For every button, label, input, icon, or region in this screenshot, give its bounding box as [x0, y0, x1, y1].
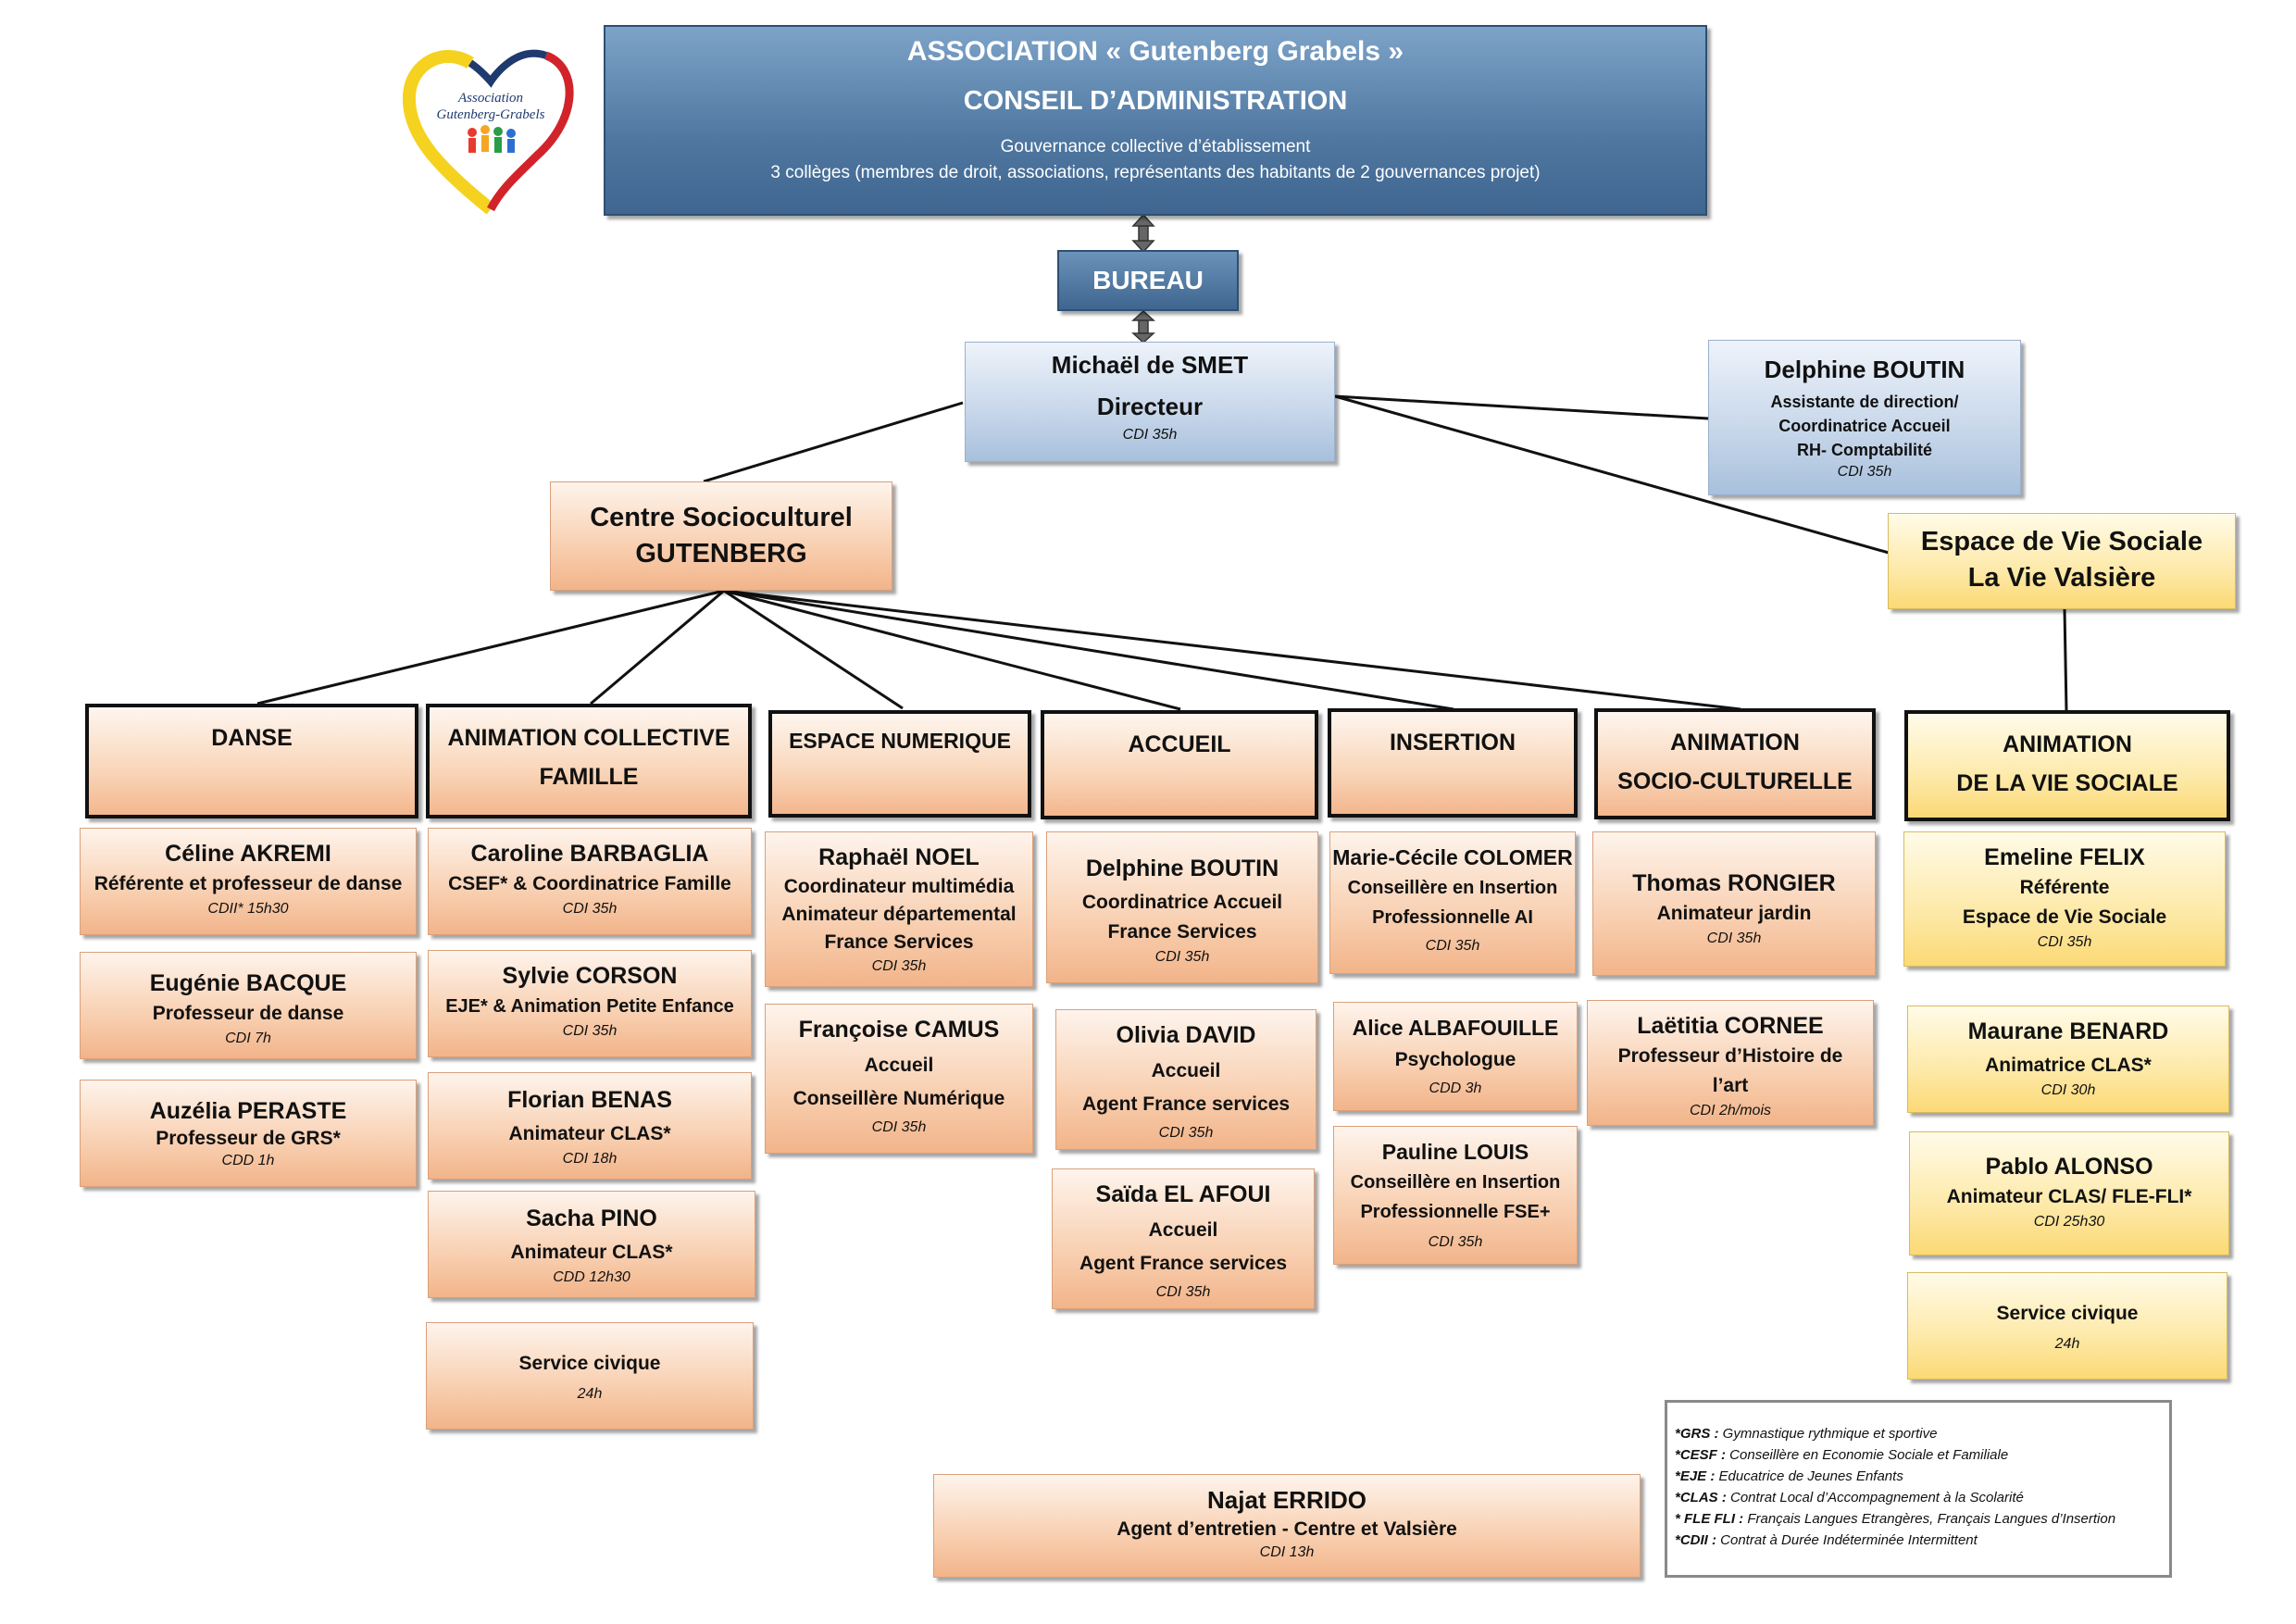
association-logo: Association Gutenberg-Grabels	[398, 35, 583, 220]
staff-card: Pablo ALONSO Animateur CLAS/ FLE-FLI* CD…	[1909, 1131, 2229, 1255]
staff-card: Caroline BARBAGLIA CSEF* & Coordinatrice…	[428, 828, 752, 935]
staff-card: Auzélia PERASTE Professeur de GRS* CDD 1…	[80, 1080, 417, 1187]
dept-espace-numerique: ESPACE NUMERIQUE	[768, 710, 1031, 818]
director-contract: CDI 35h	[1122, 427, 1178, 443]
dept-insertion: INSERTION	[1328, 708, 1578, 818]
staff-card: Service civique 24h	[426, 1322, 754, 1430]
staff-card: Marie-Cécile COLOMER Conseillère en Inse…	[1329, 831, 1576, 974]
dept-animation-vie-sociale: ANIMATION DE LA VIE SOCIALE	[1904, 710, 2230, 821]
staff-card: Maurane BENARD Animatrice CLAS* CDI 30h	[1907, 1006, 2229, 1113]
staff-card: Florian BENAS Animateur CLAS* CDI 18h	[428, 1072, 752, 1180]
connector-centre-accueil	[723, 589, 1181, 711]
staff-card: Saïda EL AFOUI Accueil Agent France serv…	[1052, 1168, 1315, 1309]
director-role: Directeur	[1096, 393, 1204, 420]
espace-vie-sociale-box: Espace de Vie Sociale La Vie Valsière	[1888, 513, 2236, 609]
staff-card: Sylvie CORSON EJE* & Animation Petite En…	[428, 950, 752, 1057]
governance-line: Gouvernance collective d’établissement	[1000, 137, 1311, 156]
staff-card: Service civique 24h	[1907, 1272, 2227, 1380]
assistant-contract: CDI 35h	[1837, 464, 1892, 480]
legend-item: * FLE FLI : Français Langues Etrangères,…	[1675, 1511, 2116, 1527]
association-title: ASSOCIATION « Gutenberg Grabels »	[906, 36, 1404, 67]
connector-evs-avs	[2063, 608, 2068, 712]
connector-centre-acf	[590, 589, 725, 706]
conseil-administration-box: ASSOCIATION « Gutenberg Grabels » CONSEI…	[604, 25, 1707, 216]
staff-card: Delphine BOUTIN Coordinatrice Accueil Fr…	[1046, 831, 1318, 983]
people-icon	[468, 125, 516, 153]
director-name: Michaël de SMET	[1051, 351, 1249, 379]
connector-centre-numerique	[723, 589, 904, 710]
staff-card: Sacha PINO Animateur CLAS* CDD 12h30	[428, 1191, 755, 1298]
dept-danse: DANSE	[85, 704, 418, 818]
colleges-line: 3 collèges (membres de droit, associatio…	[770, 163, 1541, 182]
centre-socioculturel-box: Centre Socioculturel GUTENBERG	[550, 481, 892, 591]
maintenance-card: Najat ERRIDO Agent d’entretien - Centre …	[933, 1474, 1641, 1578]
bureau-box: BUREAU	[1057, 250, 1239, 311]
abbreviations-legend: *GRS : Gymnastique rythmique et sportive…	[1665, 1400, 2172, 1578]
staff-card: Pauline LOUIS Conseillère en Insertion P…	[1333, 1126, 1578, 1265]
staff-card: Eugénie BACQUE Professeur de danse CDI 7…	[80, 952, 417, 1059]
staff-card: Françoise CAMUS Accueil Conseillère Numé…	[765, 1004, 1033, 1154]
connector-centre-danse	[256, 589, 725, 706]
staff-card: Thomas RONGIER Animateur jardin CDI 35h	[1592, 831, 1876, 976]
legend-item: *CDII : Contrat à Durée Indéterminée Int…	[1675, 1532, 1978, 1548]
assistant-role: Assistante de direction/ Coordinatrice A…	[1770, 393, 1959, 459]
dept-animation-socio-culturelle: ANIMATION SOCIO-CULTURELLE	[1594, 708, 1876, 819]
svg-text:Gutenberg-Grabels: Gutenberg-Grabels	[437, 107, 545, 122]
svg-text:Association: Association	[457, 91, 523, 106]
staff-card: Emeline FELIX Référente Espace de Vie So…	[1903, 831, 2226, 967]
staff-card: Raphaël NOEL Coordinateur multimédia Ani…	[765, 831, 1033, 987]
staff-card: Olivia DAVID Accueil Agent France servic…	[1055, 1009, 1316, 1150]
legend-item: *EJE : Educatrice de Jeunes Enfants	[1675, 1468, 1903, 1484]
conseil-title: CONSEIL D’ADMINISTRATION	[963, 86, 1348, 116]
legend-item: *GRS : Gymnastique rythmique et sportive	[1675, 1426, 1938, 1442]
double-arrow-icon	[1131, 213, 1155, 254]
staff-card: Laëtitia CORNEE Professeur d’Histoire de…	[1587, 1000, 1874, 1126]
legend-item: *CESF : Conseillère en Economie Sociale …	[1675, 1447, 2009, 1463]
director-box: Michaël de SMET Directeur CDI 35h	[965, 342, 1335, 462]
connector-director-centre	[703, 401, 964, 483]
staff-card: Alice ALBAFOUILLE Psychologue CDD 3h	[1333, 1002, 1578, 1111]
staff-card: Céline AKREMI Référente et professeur de…	[80, 828, 417, 935]
connector-centre-asc	[723, 589, 1741, 711]
connector-director-evs	[1334, 394, 1890, 555]
connector-director-assistant	[1334, 394, 1709, 420]
assistant-box: Delphine BOUTIN Assistante de direction/…	[1708, 340, 2021, 495]
double-arrow-icon	[1131, 309, 1155, 344]
assistant-name: Delphine BOUTIN	[1764, 356, 1965, 383]
dept-accueil: ACCUEIL	[1041, 710, 1318, 819]
connector-centre-insertion	[723, 589, 1454, 711]
legend-item: *CLAS : Contrat Local d’Accompagnement à…	[1675, 1490, 2024, 1505]
dept-animation-collective-famille: ANIMATION COLLECTIVE FAMILLE	[426, 704, 752, 818]
